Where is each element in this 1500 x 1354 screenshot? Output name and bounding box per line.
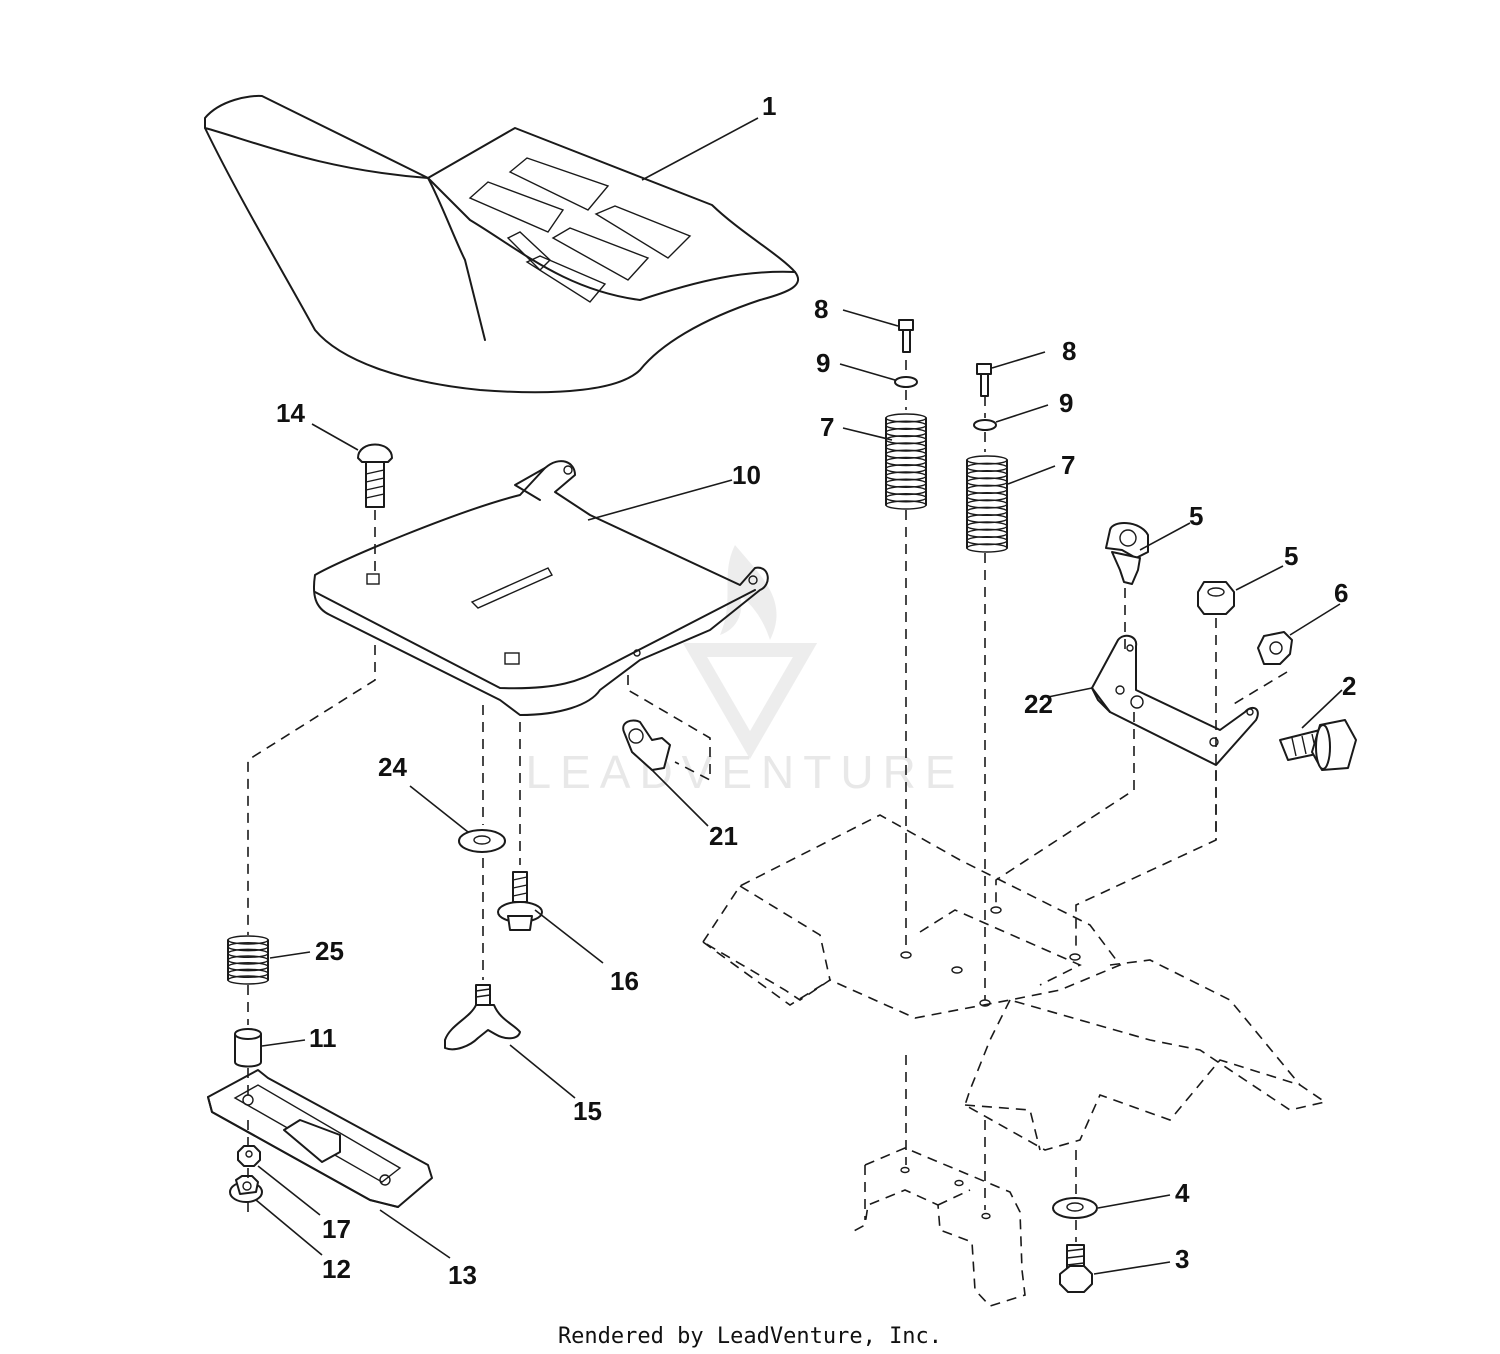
callout-2: 22 bbox=[1024, 689, 1053, 719]
footer-credit: Rendered by LeadVenture, Inc. bbox=[558, 1324, 942, 1349]
callout-13: 17 bbox=[322, 1214, 351, 1244]
callout-25: 16 bbox=[610, 966, 639, 996]
tractor-frame-phantom bbox=[701, 814, 1327, 1307]
bracket-2-part[interactable] bbox=[1091, 634, 1259, 766]
bolt-3-part[interactable] bbox=[1059, 1244, 1093, 1293]
washer-4-part[interactable] bbox=[1052, 1197, 1098, 1219]
spring-outline bbox=[966, 459, 1008, 549]
bolt-25-part[interactable] bbox=[497, 871, 543, 931]
nut-17-part[interactable] bbox=[229, 1175, 263, 1203]
nut-13-part[interactable] bbox=[237, 1145, 261, 1167]
callout-17: 12 bbox=[322, 1254, 351, 1284]
cable-clip-lower[interactable] bbox=[622, 719, 671, 771]
callout-7a: 7 bbox=[820, 412, 834, 442]
hex-nut-22[interactable] bbox=[1257, 631, 1293, 665]
callout-10: 10 bbox=[732, 460, 761, 490]
callout-11: 15 bbox=[573, 1096, 602, 1126]
lock-nut-6[interactable] bbox=[1197, 581, 1235, 615]
cable-clip-upper[interactable] bbox=[1105, 522, 1149, 585]
seat-pan-part[interactable] bbox=[312, 460, 769, 716]
washer-24-part[interactable] bbox=[458, 829, 506, 853]
plate-12-part[interactable] bbox=[207, 1069, 433, 1208]
spring-7a-assembly[interactable] bbox=[885, 319, 927, 510]
callout-21: 2 bbox=[1342, 671, 1356, 701]
callout-1: 1 bbox=[762, 91, 776, 121]
callout-16: 25 bbox=[315, 936, 344, 966]
knob-11-part[interactable] bbox=[444, 984, 521, 1051]
spring-16-part[interactable] bbox=[227, 935, 269, 985]
callout-7b: 7 bbox=[1061, 450, 1075, 480]
carriage-bolt-part[interactable] bbox=[357, 443, 393, 508]
callout-14: 14 bbox=[276, 398, 305, 428]
callout-8a: 8 bbox=[814, 294, 828, 324]
callout-8b: 8 bbox=[1062, 336, 1076, 366]
callout-5b: 21 bbox=[709, 821, 738, 851]
callout-9b: 9 bbox=[1059, 388, 1073, 418]
callout-9a: 9 bbox=[816, 348, 830, 378]
spacer-15-part[interactable] bbox=[234, 1028, 262, 1068]
callout-6: 5 bbox=[1284, 541, 1298, 571]
spring-7b-assembly[interactable] bbox=[966, 363, 1008, 553]
spring-outline bbox=[227, 939, 269, 981]
leadventure-watermark: LEADVENTURE bbox=[526, 545, 965, 798]
watermark-text: LEADVENTURE bbox=[526, 746, 965, 798]
callout-4: 4 bbox=[1175, 1178, 1190, 1208]
callout-3: 3 bbox=[1175, 1244, 1189, 1274]
bolt-21-part[interactable] bbox=[1279, 719, 1357, 771]
spring-outline bbox=[885, 417, 927, 506]
seat-part[interactable] bbox=[204, 94, 800, 394]
callout-22: 6 bbox=[1334, 578, 1348, 608]
callout-12: 13 bbox=[448, 1260, 477, 1290]
callout-5a: 5 bbox=[1189, 501, 1203, 531]
callout-24: 24 bbox=[378, 752, 407, 782]
callout-15: 11 bbox=[309, 1023, 337, 1053]
